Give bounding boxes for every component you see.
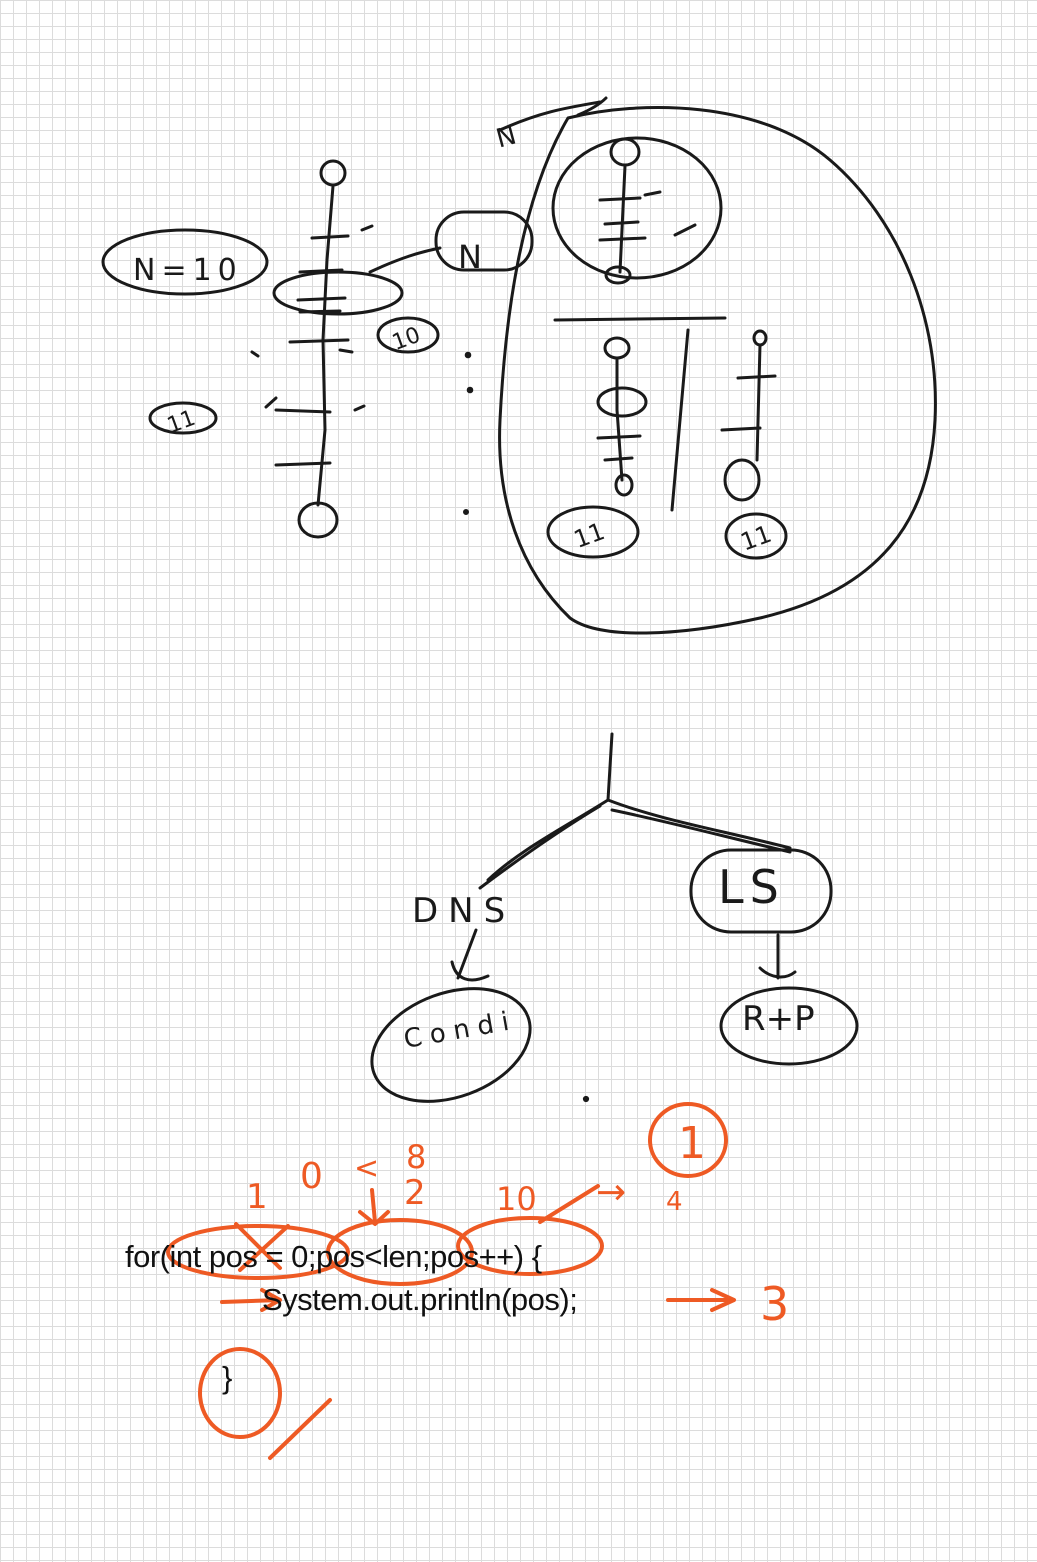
anno-lt: < xyxy=(354,1151,379,1186)
rp-label: R+P xyxy=(742,999,815,1039)
tree-trunk xyxy=(606,732,614,802)
brace-circle xyxy=(198,1347,282,1439)
n-label-bubble xyxy=(101,228,269,296)
code-line-2: System.out.println(pos); xyxy=(262,1282,578,1317)
top-left-sketch xyxy=(101,159,534,539)
main-vertical-line xyxy=(316,184,335,507)
anno-2: 2 xyxy=(404,1173,426,1213)
selected-node-ellipse xyxy=(272,270,404,316)
circled-one xyxy=(648,1102,728,1178)
code-line-1: for(int pos = 0;pos<len;pos++) { xyxy=(125,1239,542,1274)
condi-label: Condi xyxy=(401,1006,519,1055)
anno-8: 8 xyxy=(406,1138,426,1176)
top-right-sketch xyxy=(498,96,937,635)
anno-1: 1 xyxy=(246,1177,268,1217)
big-enclosing-shape xyxy=(498,106,937,635)
bottom-right-bubble-text: 11 xyxy=(737,520,775,557)
middle-tree xyxy=(370,732,859,1103)
anno-3: 3 xyxy=(760,1277,789,1331)
ls-label: LS xyxy=(718,860,785,914)
condition-ellipse xyxy=(326,1218,474,1286)
n-label-text: N=10 xyxy=(133,253,243,288)
small-bubble-bottom-left xyxy=(546,505,640,559)
increment-ellipse xyxy=(456,1216,604,1276)
bottom-node xyxy=(297,501,339,539)
top-n-text: N xyxy=(493,121,520,155)
small-bubble-left xyxy=(148,401,218,435)
small-bubble-left-text: 11 xyxy=(164,406,199,439)
condi-node xyxy=(370,987,532,1103)
anno-0: 0 xyxy=(300,1156,323,1197)
inner-top-circle xyxy=(551,136,723,280)
anno-circled-1: 1 xyxy=(678,1118,706,1169)
root-node xyxy=(319,159,347,187)
dns-label: DNS xyxy=(412,891,515,931)
ls-node xyxy=(689,848,833,934)
n-box-text: N xyxy=(458,238,482,276)
small-bubble-bottom-right xyxy=(724,512,788,560)
anno-10: 10 xyxy=(496,1180,537,1218)
small-bubble-right xyxy=(376,316,440,354)
right-branch xyxy=(606,798,792,850)
orange-annotations xyxy=(166,1102,736,1460)
anno-4: 4 xyxy=(666,1187,683,1217)
n-box xyxy=(434,210,534,272)
bottom-left-bubble-text: 11 xyxy=(570,517,608,554)
rp-node xyxy=(719,986,859,1066)
anno-arrow: → xyxy=(596,1172,626,1213)
init-ellipse xyxy=(166,1224,350,1280)
code-line-3: } xyxy=(222,1360,232,1395)
